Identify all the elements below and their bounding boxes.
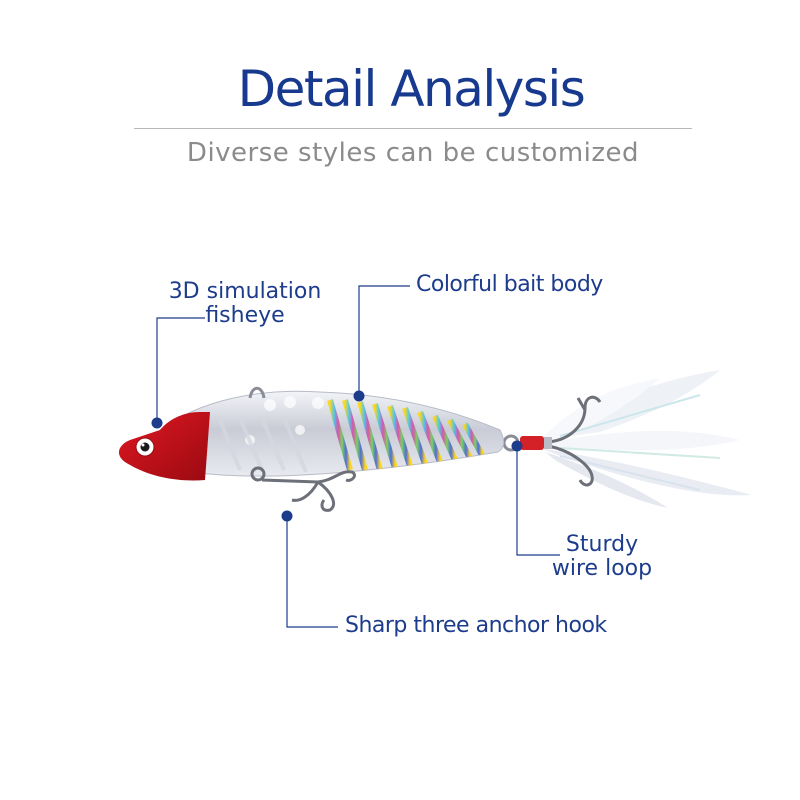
callout-fisheye-line2: fisheye (205, 303, 285, 328)
title-divider (134, 128, 692, 129)
lure-head (118, 412, 210, 481)
callout-bait-body: Colorful bait body (416, 272, 603, 297)
callout-hook: Sharp three anchor hook (345, 613, 607, 638)
page-subtitle: Diverse styles can be customized (186, 138, 640, 168)
callout-lines (156, 285, 560, 628)
line-tie (248, 386, 266, 399)
callout-dots (151, 390, 523, 522)
holographic-scales (218, 396, 485, 473)
page-title: Detail Analysis (237, 60, 586, 118)
wire-loop (502, 434, 552, 452)
belly-treble-hook (250, 466, 356, 512)
callout-wire-loop-line2: wire loop (551, 556, 653, 581)
callout-fisheye: 3D simulation fisheye (152, 280, 338, 328)
tail-treble-hook (547, 395, 602, 487)
callout-fisheye-line1: 3D simulation (168, 279, 322, 304)
feather-tail (540, 370, 752, 508)
lure-body (159, 390, 504, 477)
callout-wire-loop: Sturdy wire loop (540, 533, 664, 581)
callout-wire-loop-line1: Sturdy (565, 532, 639, 557)
